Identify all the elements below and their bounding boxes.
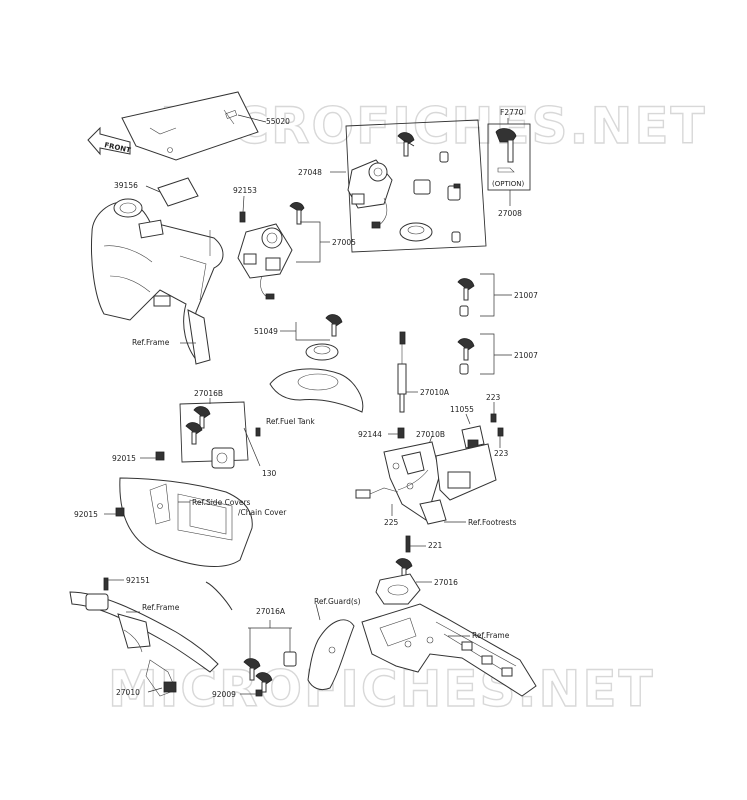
label-130: 130 xyxy=(262,469,277,478)
lock-set-parts xyxy=(347,132,461,243)
ref-frame-1: Ref.Frame xyxy=(132,338,170,347)
label-221: 221 xyxy=(428,541,443,550)
label-225: 225 xyxy=(384,518,399,527)
label-11055: 11055 xyxy=(450,405,474,414)
option-key-box: (OPTION) xyxy=(487,123,531,191)
label-92009: 92009 xyxy=(212,690,236,699)
frame-assembly xyxy=(91,198,224,365)
label-27008: 27008 xyxy=(498,209,522,218)
label-223-lower: 223 xyxy=(494,449,509,458)
bracket-11055 xyxy=(461,425,485,449)
ref-frame-3: Ref.Frame xyxy=(472,631,510,640)
lock-set-box xyxy=(345,119,487,253)
key-icon xyxy=(289,202,305,225)
label-27010: 27010 xyxy=(116,688,140,697)
label-55020: 55020 xyxy=(266,117,290,126)
lock-box-27016B xyxy=(179,401,249,469)
front-arrow-icon: FRONT xyxy=(87,126,132,156)
watermark-bottom: MICROFICHES.NET xyxy=(108,660,655,718)
decal-sheet xyxy=(157,177,199,207)
label-27016A: 27016A xyxy=(256,607,286,616)
ref-side-covers: Ref.Side Covers xyxy=(192,498,251,507)
label-21007-lower: 21007 xyxy=(514,351,538,360)
ref-fuel-tank: Ref.Fuel Tank xyxy=(266,417,315,426)
ref-footrests: Ref.Footrests xyxy=(468,518,517,527)
label-51049: 51049 xyxy=(254,327,278,336)
rear-frame-assembly xyxy=(361,603,537,697)
footrest-bracket xyxy=(355,441,497,525)
label-F2770: F2770 xyxy=(500,108,524,117)
label-27005: 27005 xyxy=(332,238,356,247)
spring-92144 xyxy=(397,427,405,439)
ignition-switch-27005 xyxy=(237,223,293,300)
label-27016: 27016 xyxy=(434,578,458,587)
label-27010A: 27010A xyxy=(420,388,450,397)
key-pair-upper xyxy=(457,273,495,317)
ref-frame-2: Ref.Frame xyxy=(142,603,180,612)
label-92144: 92144 xyxy=(358,430,382,439)
side-cover-panel xyxy=(119,477,253,611)
bolt-92153 xyxy=(239,211,246,223)
ref-chain-cover: /Chain Cover xyxy=(238,508,287,517)
label-39156: 39156 xyxy=(114,181,138,190)
label-27048: 27048 xyxy=(298,168,322,177)
lock-assembly-27016 xyxy=(375,558,421,605)
label-223-upper: 223 xyxy=(486,393,501,402)
label-92015-lower: 92015 xyxy=(74,510,98,519)
label-92015-upper: 92015 xyxy=(112,454,136,463)
label-27016B: 27016B xyxy=(194,389,223,398)
label-92153: 92153 xyxy=(233,186,257,195)
key-pair-lower xyxy=(457,333,495,375)
label-92151: 92151 xyxy=(126,576,150,585)
label-27010B: 27010B xyxy=(416,430,445,439)
label-21007-upper: 21007 xyxy=(514,291,538,300)
switch-27010A xyxy=(397,331,407,413)
seat-cover-plate xyxy=(121,91,259,161)
guard-outline xyxy=(307,619,355,691)
option-label: (OPTION) xyxy=(492,180,525,188)
fuel-cap-51049 xyxy=(305,314,343,361)
ref-guards: Ref.Guard(s) xyxy=(314,597,361,606)
fuel-tank-outline xyxy=(269,368,364,413)
frame-tube-bottom xyxy=(69,591,219,697)
